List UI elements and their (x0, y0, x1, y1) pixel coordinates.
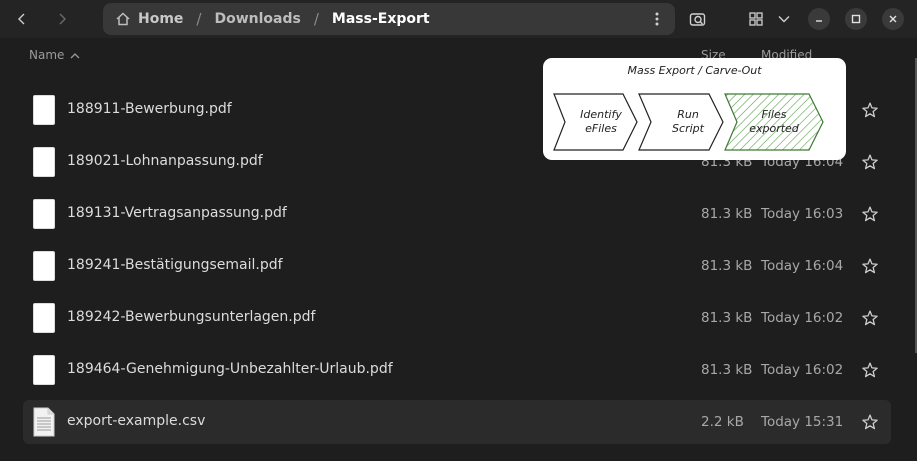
csv-file-icon (33, 407, 55, 437)
chevron-left-icon (18, 13, 25, 25)
search-folder-icon (689, 13, 706, 26)
file-size: 81.3 kB (701, 310, 753, 326)
view-grid-button[interactable] (743, 6, 769, 32)
column-name[interactable]: Name (29, 48, 65, 62)
star-icon[interactable] (861, 205, 879, 223)
breadcrumb-separator: / (313, 10, 319, 28)
file-row[interactable]: 189131-Vertragsanpassung.pdf 81.3 kB Today… (23, 192, 891, 236)
file-size: 81.3 kB (701, 362, 753, 378)
back-button[interactable] (9, 6, 35, 32)
breadcrumb-separator: / (196, 10, 202, 28)
file-name: export-example.csv (67, 413, 206, 429)
file-size: 81.3 kB (701, 206, 753, 222)
file-row[interactable]: 189241-Bestätigungsemail.pdf 81.3 kB Today… (23, 244, 891, 288)
file-modified: Today 16:02 (761, 310, 844, 326)
file-name: 189131-Vertragsanpassung.pdf (67, 205, 287, 221)
star-icon[interactable] (861, 309, 879, 327)
file-name: 189464-Genehmigung-Unbezahlter-Urlaub.pd… (67, 361, 393, 377)
file-size: 2.2 kB (701, 414, 744, 430)
pdf-file-icon (33, 199, 55, 229)
file-modified: Today 15:31 (761, 414, 844, 430)
minimize-button[interactable] (808, 8, 830, 30)
file-modified: Today 16:04 (761, 258, 844, 274)
close-button[interactable] (882, 8, 904, 30)
step-identify-shape (553, 93, 638, 151)
pdf-file-icon (33, 147, 55, 177)
pdf-file-icon (33, 303, 55, 333)
star-icon[interactable] (861, 153, 879, 171)
file-name: 188911-Bewerbung.pdf (67, 101, 232, 117)
file-row[interactable]: export-example.csv 2.2 kB Today 15:31 (23, 400, 891, 444)
file-name: 189241-Bestätigungsemail.pdf (67, 257, 283, 273)
process-chevrons (553, 93, 824, 151)
pdf-file-icon (33, 251, 55, 281)
maximize-icon (851, 14, 861, 24)
header-bar: Home / Downloads / Mass-Export (0, 0, 917, 38)
file-modified: Today 16:03 (761, 206, 844, 222)
pdf-file-icon (33, 355, 55, 385)
file-row[interactable]: 189242-Bewerbungsunterlagen.pdf 81.3 kB To… (23, 296, 891, 340)
breadcrumb-home[interactable]: Home (138, 11, 184, 27)
grid-view-icon (749, 12, 763, 26)
maximize-button[interactable] (845, 8, 867, 30)
forward-button[interactable] (49, 6, 75, 32)
star-icon[interactable] (861, 257, 879, 275)
file-modified: Today 16:02 (761, 362, 844, 378)
chevron-right-icon (59, 13, 66, 25)
breadcrumb-downloads[interactable]: Downloads (214, 11, 301, 27)
file-name: 189021-Lohnanpassung.pdf (67, 153, 263, 169)
path-menu-button[interactable] (649, 11, 665, 27)
star-icon[interactable] (861, 361, 879, 379)
view-options-button[interactable] (771, 6, 797, 32)
chevron-down-icon (778, 16, 790, 23)
home-icon (116, 12, 130, 26)
star-icon[interactable] (861, 101, 879, 119)
file-size: 81.3 kB (701, 258, 753, 274)
pdf-file-icon (33, 95, 55, 125)
close-icon (889, 15, 897, 23)
more-vertical-icon (655, 12, 659, 26)
step-files-shape (724, 93, 824, 151)
file-row[interactable]: 189464-Genehmigung-Unbezahlter-Urlaub.pd… (23, 348, 891, 392)
minimize-icon (816, 20, 822, 22)
file-name: 189242-Bewerbungsunterlagen.pdf (67, 309, 316, 325)
scrollbar[interactable] (912, 58, 917, 353)
search-button[interactable] (685, 6, 711, 32)
diagram-title: Mass Export / Carve-Out (627, 64, 762, 77)
path-bar[interactable]: Home / Downloads / Mass-Export (103, 3, 675, 35)
sort-ascending-icon[interactable] (70, 52, 80, 59)
step-run-shape (638, 93, 724, 151)
breadcrumb-current[interactable]: Mass-Export (331, 11, 430, 27)
star-icon[interactable] (861, 413, 879, 431)
